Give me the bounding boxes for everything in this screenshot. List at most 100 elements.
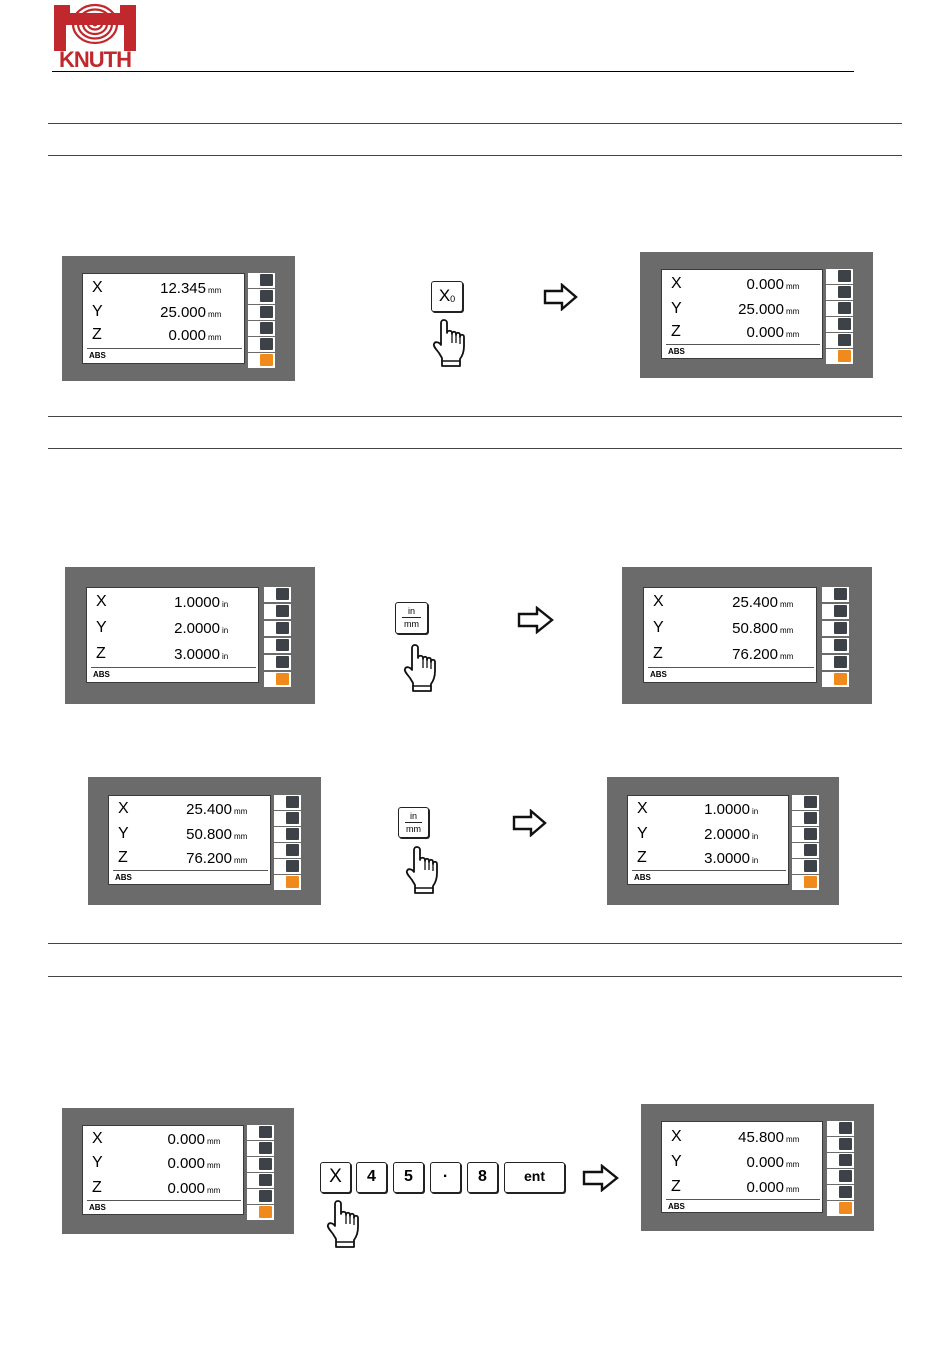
digit-8-key[interactable]: 8 <box>467 1162 498 1193</box>
axis-unit: mm <box>208 310 222 319</box>
softkey-active[interactable] <box>792 875 819 890</box>
axis-label: Z <box>92 1179 102 1196</box>
decimal-point-key[interactable]: · <box>430 1162 461 1193</box>
softkey[interactable] <box>792 827 819 842</box>
softkey[interactable] <box>792 795 819 810</box>
softkey[interactable] <box>264 621 291 636</box>
softkey[interactable] <box>792 843 819 858</box>
key-label: X <box>329 1166 342 1187</box>
dro-display: X 25.400 mm Y 50.800 mm Z 76.200 mm ABS <box>622 567 872 704</box>
softkey[interactable] <box>248 305 275 320</box>
axis-value: 50.800 <box>186 826 232 843</box>
inch-mm-key[interactable]: in mm <box>398 807 429 838</box>
softkey[interactable] <box>264 604 291 619</box>
softkey[interactable] <box>822 655 849 670</box>
screen-divider <box>87 348 242 349</box>
axis-row-z: Z 76.200 mm <box>109 846 270 870</box>
axis-unit: mm <box>208 286 222 295</box>
axis-label: X <box>92 1130 103 1147</box>
softkey[interactable] <box>826 285 853 300</box>
softkey[interactable] <box>247 1141 274 1156</box>
inch-mm-key[interactable]: in mm <box>395 602 428 634</box>
softkey[interactable] <box>247 1189 274 1204</box>
softkey[interactable] <box>274 859 301 874</box>
result-arrow-icon <box>582 1164 619 1192</box>
axis-unit: mm <box>234 856 248 865</box>
softkey[interactable] <box>826 301 853 316</box>
softkey[interactable] <box>248 321 275 336</box>
softkey[interactable] <box>247 1157 274 1172</box>
axis-value: 25.000 <box>738 301 784 318</box>
softkey-active[interactable] <box>264 672 291 687</box>
softkey[interactable] <box>264 587 291 602</box>
softkey[interactable] <box>247 1125 274 1140</box>
screen-divider <box>632 870 786 871</box>
softkey[interactable] <box>826 269 853 284</box>
dro-screen: X 0.000 mm Y 0.000 mm Z 0.000 mm ABS <box>82 1125 244 1215</box>
softkey-active[interactable] <box>822 672 849 687</box>
softkey[interactable] <box>827 1137 854 1152</box>
softkey[interactable] <box>274 843 301 858</box>
axis-row-x: X 12.345 mm <box>83 276 244 300</box>
axis-row-x: X 0.000 mm <box>662 272 822 296</box>
softkey[interactable] <box>827 1185 854 1200</box>
mode-indicator: ABS <box>650 670 667 679</box>
softkey[interactable] <box>274 795 301 810</box>
softkey[interactable] <box>822 604 849 619</box>
axis-value: 0.000 <box>746 1154 784 1171</box>
softkey-active[interactable] <box>247 1205 274 1220</box>
softkey[interactable] <box>274 811 301 826</box>
enter-key[interactable]: ent <box>504 1162 565 1193</box>
softkey[interactable] <box>826 317 853 332</box>
axis-row-y: Y 0.000 mm <box>662 1150 822 1174</box>
screen-divider <box>648 667 814 668</box>
axis-x-key[interactable]: X <box>320 1162 351 1193</box>
softkey[interactable] <box>822 587 849 602</box>
softkey-active[interactable] <box>248 353 275 368</box>
softkey[interactable] <box>248 337 275 352</box>
result-arrow-icon <box>517 606 554 634</box>
softkey[interactable] <box>264 655 291 670</box>
inch-mm-key-bottom: mm <box>406 824 421 834</box>
softkey[interactable] <box>792 859 819 874</box>
softkey[interactable] <box>827 1153 854 1168</box>
softkey-active[interactable] <box>274 875 301 890</box>
inch-mm-key-top: in <box>402 606 421 618</box>
mode-indicator: ABS <box>115 873 132 882</box>
softkey[interactable] <box>822 638 849 653</box>
axis-label: Z <box>96 645 106 662</box>
digit-4-key[interactable]: 4 <box>356 1162 387 1193</box>
axis-value: 76.200 <box>732 646 778 663</box>
section-rule <box>48 416 902 417</box>
axis-unit: mm <box>786 330 800 339</box>
axis-value: 45.800 <box>738 1129 784 1146</box>
axis-value: 0.000 <box>746 1179 784 1196</box>
softkey-active[interactable] <box>826 349 853 364</box>
softkey[interactable] <box>827 1121 854 1136</box>
softkey[interactable] <box>826 333 853 348</box>
inch-mm-key-top: in <box>405 811 422 823</box>
axis-unit: in <box>222 652 229 661</box>
softkey-active[interactable] <box>827 1201 854 1216</box>
key-label: 4 <box>367 1168 376 1185</box>
softkey[interactable] <box>264 638 291 653</box>
axis-row-x: X 25.400 mm <box>644 590 816 614</box>
axis-label: Z <box>118 849 128 866</box>
softkey[interactable] <box>822 621 849 636</box>
softkey[interactable] <box>827 1169 854 1184</box>
softkey[interactable] <box>248 289 275 304</box>
softkey[interactable] <box>248 273 275 288</box>
dro-screen: X 45.800 mm Y 0.000 mm Z 0.000 mm ABS <box>661 1121 823 1213</box>
pointing-hand-icon <box>432 319 465 367</box>
digit-5-key[interactable]: 5 <box>393 1162 424 1193</box>
axis-value: 0.000 <box>746 324 784 341</box>
axis-row-z: Z 0.000 mm <box>662 1175 822 1199</box>
softkey[interactable] <box>792 811 819 826</box>
zero-x-key[interactable]: X0 <box>431 281 463 312</box>
dro-display: X 12.345 mm Y 25.000 mm Z 0.000 mm ABS <box>62 256 295 381</box>
axis-unit: mm <box>207 1186 221 1195</box>
softkey[interactable] <box>274 827 301 842</box>
dro-screen: X 1.0000 in Y 2.0000 in Z 3.0000 in ABS <box>86 587 259 683</box>
section-rule <box>48 976 902 977</box>
softkey[interactable] <box>247 1173 274 1188</box>
